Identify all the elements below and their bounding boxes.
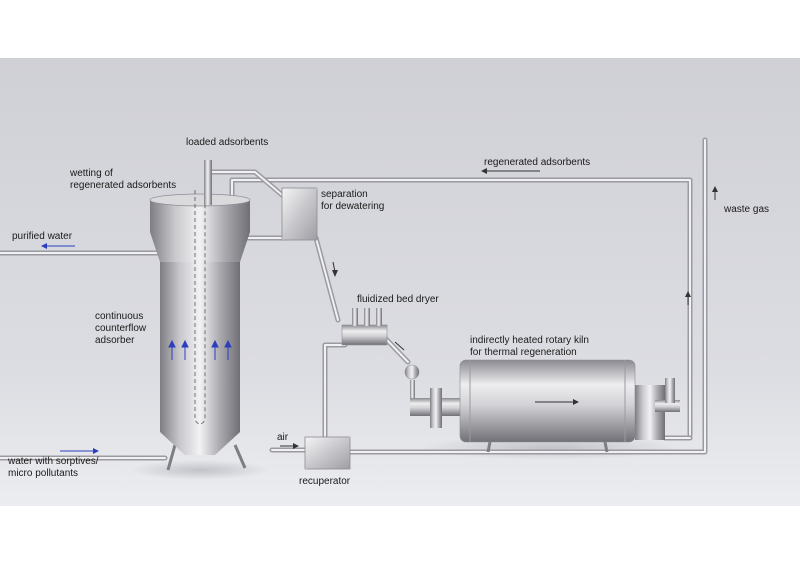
adsorber-shadow: [130, 460, 270, 480]
label-purified-water: purified water: [12, 231, 73, 242]
label-wetting-line-1: wetting of: [70, 168, 113, 179]
flow-arrows: [41, 168, 718, 454]
label-water-inlet-line-1: water with sorptives/: [8, 456, 99, 467]
pipe-network: [0, 137, 708, 461]
label-wetting-line-2: regenerated adsorbents: [70, 180, 177, 191]
label-fluidized-bed-dryer: fluidized bed dryer: [357, 294, 439, 305]
label-separation-line-1: separation: [321, 189, 368, 200]
continuous-counterflow-adsorber: [149, 160, 251, 471]
fluidized-bed-dryer: [341, 308, 388, 346]
rotary-kiln: [404, 359, 680, 453]
label-adsorber-line-2: counterflow: [95, 323, 147, 334]
background-panel: [0, 58, 800, 506]
label-adsorber-line-1: continuous: [95, 311, 144, 322]
label-kiln-line-2: for thermal regeneration: [470, 347, 577, 358]
label-kiln-line-1: indirectly heated rotary kiln: [470, 335, 589, 346]
label-separation-line-2: for dewatering: [321, 201, 385, 212]
label-water-inlet-line-2: micro pollutants: [8, 468, 79, 479]
label-loaded-adsorbents: loaded adsorbents: [186, 137, 269, 148]
adsorber-flow-arrows: [168, 339, 232, 360]
separation-unit: [281, 187, 318, 241]
label-recuperator: recuperator: [299, 476, 351, 487]
label-regenerated-adsorbents: regenerated adsorbents: [484, 157, 591, 168]
label-waste-gas: waste gas: [724, 204, 770, 215]
recuperator: [304, 436, 351, 470]
label-air: air: [277, 432, 289, 443]
label-adsorber-line-3: adsorber: [95, 335, 135, 346]
